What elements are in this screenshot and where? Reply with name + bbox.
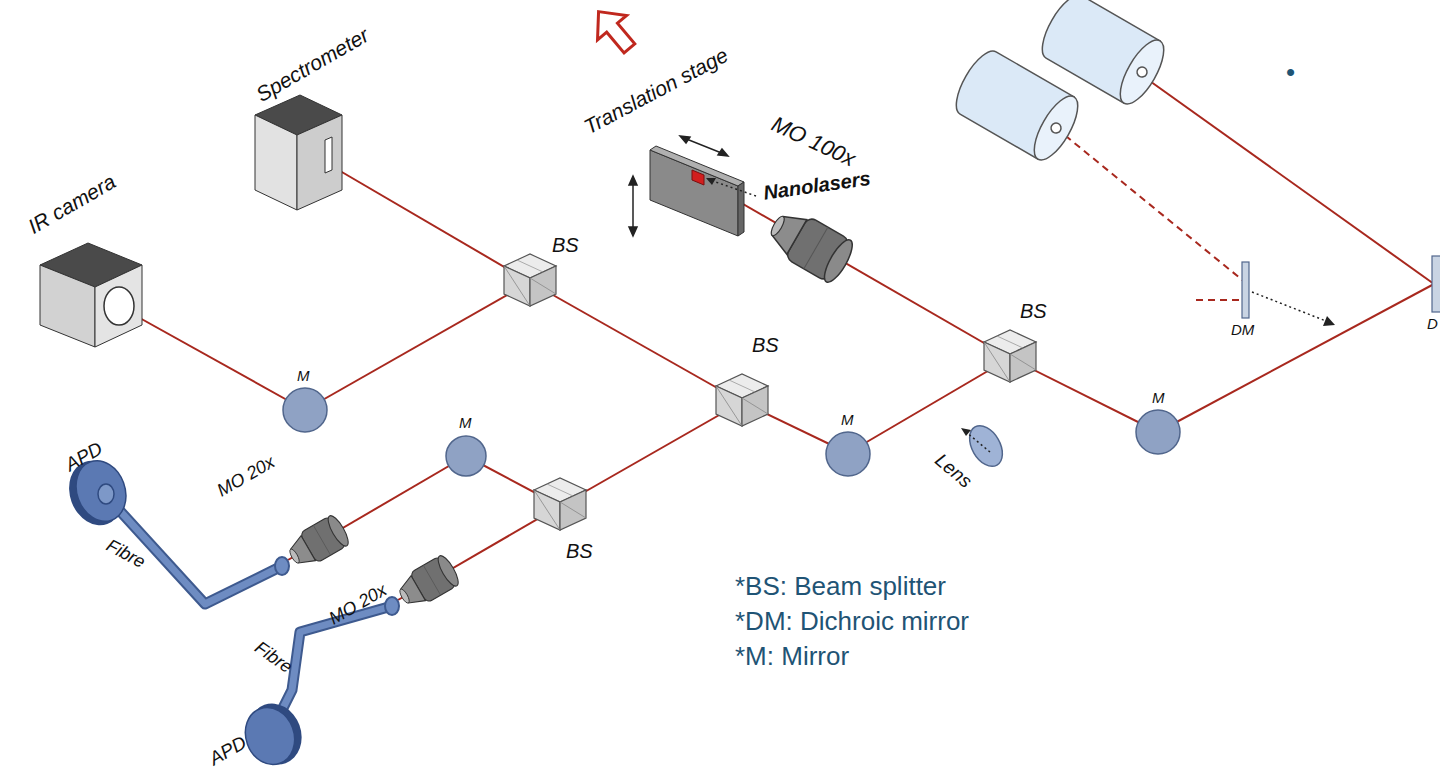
direction-arrow	[584, 0, 644, 61]
laser-beam	[120, 74, 1434, 600]
beam-splitter-label: BS	[566, 540, 593, 562]
key-entry: *BS: Beam splitter	[735, 572, 946, 601]
mirror-label: M	[1152, 390, 1165, 407]
mirror-label: M	[841, 412, 854, 429]
apd-detector	[60, 453, 310, 772]
objective-20x	[393, 553, 461, 612]
sample-label: Nanolasers	[762, 167, 872, 204]
key-entry: *DM: Dichroic mirror	[735, 607, 969, 636]
mirror-label: M	[459, 415, 472, 432]
beam-splitter	[504, 254, 556, 306]
translation-stage	[629, 136, 756, 236]
stage-label: Translation stage	[580, 43, 732, 138]
laser-source	[948, 0, 1172, 166]
mirror-label: D	[1427, 316, 1438, 333]
beam-splitter-label: BS	[1020, 300, 1047, 322]
objective-label: MO 100x	[768, 112, 859, 172]
camera-label: IR camera	[24, 170, 119, 238]
spectrometer	[255, 95, 342, 210]
fibre-label: Fibre	[251, 638, 296, 678]
lens-label: Lens	[931, 450, 976, 492]
bullet: •	[1286, 58, 1295, 87]
dichroic-label: DM	[1231, 322, 1254, 339]
mirror-label: M	[297, 368, 310, 385]
ir-camera	[40, 243, 142, 347]
beam-splitter	[716, 374, 768, 426]
fibre	[110, 500, 399, 730]
objective-100x	[762, 203, 857, 286]
spectrometer-label: Spectrometer	[252, 23, 373, 106]
dichroic-mirror	[1242, 262, 1335, 326]
mirror	[283, 388, 1180, 476]
objective-label: MO 20x	[214, 452, 278, 501]
objective-20x	[283, 513, 351, 572]
detector-label: APD	[206, 732, 250, 770]
beam-splitter	[984, 330, 1036, 382]
beam-splitter-label: BS	[752, 334, 779, 356]
lens	[961, 420, 1009, 472]
beam-splitter-label: BS	[552, 234, 579, 256]
beam-splitter	[534, 478, 586, 530]
key-entry: *M: Mirror	[735, 642, 849, 671]
mirror	[1432, 256, 1440, 312]
